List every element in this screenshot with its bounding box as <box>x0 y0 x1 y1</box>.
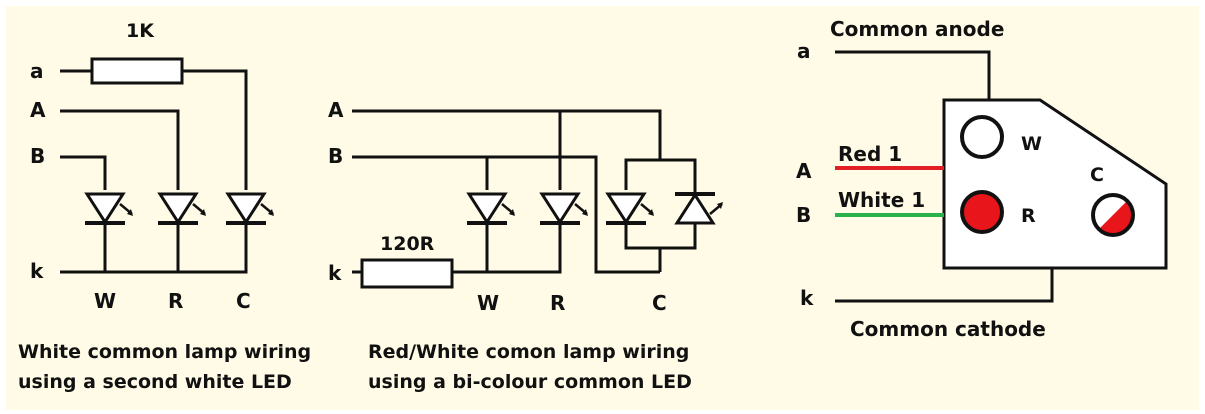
led-R-label: R <box>168 289 183 313</box>
led-W <box>465 192 517 232</box>
input-B-label: B <box>796 203 811 227</box>
wire-k-to-R <box>487 230 562 274</box>
led-R-label: R <box>550 291 565 315</box>
led-C <box>224 192 276 232</box>
resistor-1k <box>90 57 184 85</box>
input-a-label: a <box>797 39 811 63</box>
input-a-label: a <box>30 59 44 83</box>
lamp-white <box>960 115 1004 159</box>
led-W-label: W <box>94 289 116 313</box>
led-C-b <box>673 186 725 232</box>
lamp-W-label: W <box>1021 133 1042 155</box>
diagram-3: Common anode a Red 1 A White 1 B W R C <box>796 17 1168 341</box>
wire-A-to-R <box>60 109 180 190</box>
diagram-2: A B k 120R W R C Re <box>328 98 725 393</box>
led-R <box>538 192 590 232</box>
lamp-C-label: C <box>1090 164 1104 186</box>
input-A-label: A <box>796 159 812 183</box>
input-k-label: k <box>328 261 342 285</box>
input-A-label: A <box>30 98 46 122</box>
caption-2-line-1: Red/White comon lamp wiring <box>368 341 689 363</box>
input-k-label: k <box>800 286 814 310</box>
caption-1-line-1: White common lamp wiring <box>18 341 311 363</box>
input-k-label: k <box>30 259 44 283</box>
wire-B-to-W <box>60 155 107 190</box>
common-cathode-label: Common cathode <box>850 317 1046 341</box>
led-C-label: C <box>236 289 251 313</box>
wire-common-anode <box>835 50 991 100</box>
input-B-label: B <box>30 144 45 168</box>
led-C-label: C <box>652 291 667 315</box>
caption-1-line-2: using a second white LED <box>18 371 292 393</box>
led-R <box>156 192 208 232</box>
wire-common-cathode <box>835 268 1054 303</box>
input-B-label: B <box>328 144 343 168</box>
led-W-label: W <box>477 291 499 315</box>
lamp-common-bicolour <box>1091 193 1135 237</box>
caption-2-line-2: using a bi-colour common LED <box>368 371 692 393</box>
resistor-120r-label: 120R <box>380 233 435 255</box>
lamp-R-label: R <box>1021 205 1036 227</box>
input-A-label: A <box>328 98 344 122</box>
wire-a-to-C <box>182 69 248 190</box>
lamp-red <box>960 190 1004 234</box>
wire-white-label: White 1 <box>838 188 925 212</box>
bicolour-bottom <box>624 230 697 250</box>
resistor-120r <box>360 258 454 289</box>
resistor-1k-label: 1K <box>126 20 155 42</box>
wire-A <box>352 109 662 160</box>
wire-B <box>352 155 660 274</box>
cathode-bus <box>103 230 248 274</box>
led-W <box>83 192 135 232</box>
led-C-a <box>604 192 656 232</box>
diagram-1: 1K a A B k W R C White common lamp wirin… <box>18 20 311 393</box>
bicolour-top <box>624 158 697 190</box>
wire-red-label: Red 1 <box>838 142 902 166</box>
wire-k-to-W <box>452 230 489 274</box>
common-anode-label: Common anode <box>830 17 1004 41</box>
